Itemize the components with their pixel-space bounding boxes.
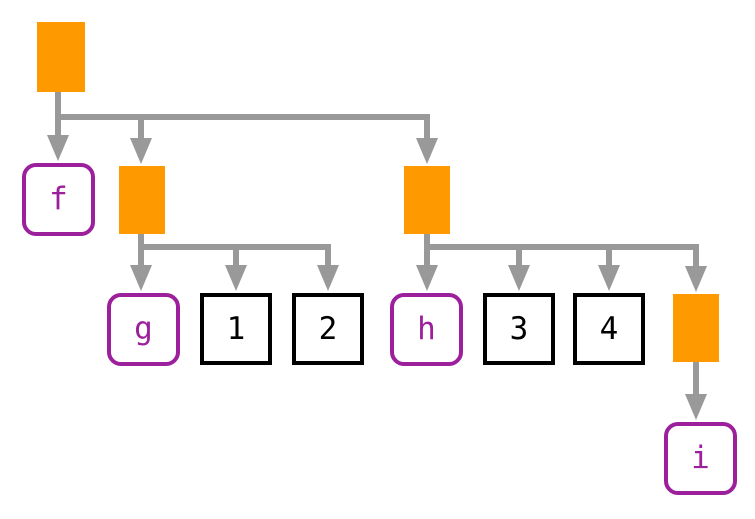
tree-node-root[interactable] xyxy=(37,22,85,92)
edge-orange-leaf-to-i xyxy=(685,362,707,420)
arrowhead xyxy=(225,265,247,291)
edge-orange-left-to-n2 xyxy=(138,234,339,291)
edge-orange-left-to-n1 xyxy=(138,234,247,291)
tree-node-label-f: f xyxy=(49,181,68,217)
tree-node-label-n3: 3 xyxy=(509,310,529,347)
arrowhead xyxy=(685,266,707,292)
edge-line xyxy=(138,234,331,265)
arrowhead xyxy=(130,138,152,164)
tree-node-n2[interactable]: 2 xyxy=(292,293,364,365)
tree-node-i[interactable]: i xyxy=(664,422,737,495)
arrowhead xyxy=(130,265,152,291)
arrowhead xyxy=(685,394,707,420)
edge-orange-right-to-n3 xyxy=(424,234,530,291)
arrowhead xyxy=(47,135,69,161)
tree-node-n3[interactable]: 3 xyxy=(483,293,555,365)
tree-node-label-h: h xyxy=(417,311,436,347)
arrowhead xyxy=(416,138,438,164)
arrowhead xyxy=(508,265,530,291)
tree-node-orange-left[interactable] xyxy=(119,166,165,234)
tree-node-label-n2: 2 xyxy=(318,310,338,347)
tree-node-n1[interactable]: 1 xyxy=(200,293,272,365)
edge-orange-right-to-orange-leaf xyxy=(424,234,707,292)
edge-root-to-orange-left xyxy=(55,92,152,164)
tree-node-f[interactable]: f xyxy=(22,163,95,236)
edge-line xyxy=(424,234,699,266)
arrowhead xyxy=(317,265,339,291)
tree-node-orange-leaf[interactable] xyxy=(673,294,719,362)
edge-line xyxy=(55,92,430,138)
tree-node-g[interactable]: g xyxy=(107,293,180,366)
tree-node-label-g: g xyxy=(134,311,153,347)
tree-node-orange-right[interactable] xyxy=(404,166,450,234)
tree-node-label-n4: 4 xyxy=(599,310,619,347)
tree-node-label-n1: 1 xyxy=(226,310,246,347)
edge-orange-right-to-n4 xyxy=(424,234,620,291)
tree-node-label-i: i xyxy=(691,440,710,476)
tree-node-n4[interactable]: 4 xyxy=(573,293,645,365)
arrowhead xyxy=(416,265,438,291)
edge-root-to-orange-right xyxy=(55,92,438,164)
arrowhead xyxy=(598,265,620,291)
tree-node-h[interactable]: h xyxy=(390,293,463,366)
